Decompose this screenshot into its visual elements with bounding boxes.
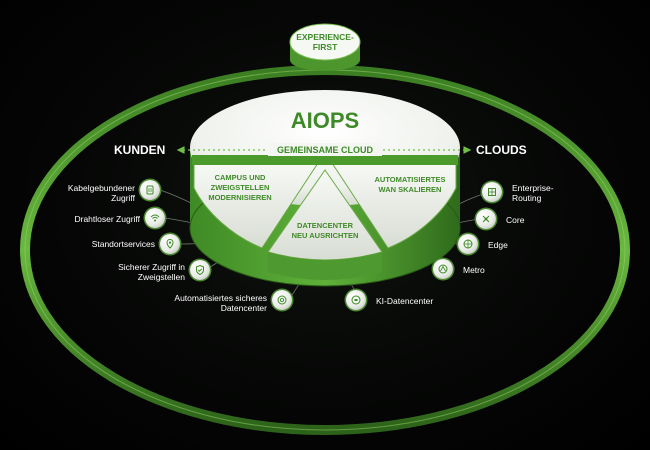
- hub-title: AIOPS: [291, 108, 359, 133]
- clouds-label: CLOUDS: [476, 143, 527, 157]
- left-item-label-line: Zugriff: [111, 193, 135, 203]
- segment-datacenter-side: [268, 252, 382, 280]
- left-item-label: Automatisiertes sicheres Datencenter: [174, 293, 267, 313]
- left-item-label: Standortservices: [92, 239, 155, 249]
- segment-campus-line1: CAMPUS UND: [215, 173, 266, 182]
- right-item-label-line: Enterprise-: [512, 183, 554, 193]
- kunden-label: KUNDEN: [114, 143, 165, 157]
- left-item-label-line: Standortservices: [91, 239, 155, 249]
- left-item-label: Sicherer Zugriff in Zweigstellen: [118, 262, 185, 282]
- left-item-label: Drahtloser Zugriff: [74, 214, 140, 224]
- shield-check-icon: [190, 260, 210, 280]
- location-pin-icon: [160, 234, 180, 254]
- left-item-label-line: Kabelgebundener: [67, 183, 135, 193]
- datacenter-icon: [272, 290, 292, 310]
- ai-datacenter-icon: [346, 290, 366, 310]
- badge-top: [289, 23, 361, 61]
- right-item-label: KI-Datencenter: [376, 296, 433, 306]
- right-item-label: Edge: [488, 240, 508, 250]
- badge-text-line2: FIRST: [313, 42, 338, 52]
- hub-divider-band: [192, 155, 458, 165]
- routing-icon: [482, 182, 502, 202]
- ring-label: GEMEINSAME CLOUD: [277, 145, 374, 155]
- left-item-label-line: Drahtloser Zugriff: [74, 214, 140, 224]
- segment-wan-shape: [331, 162, 457, 249]
- right-item-label: Core: [506, 215, 524, 225]
- wired-icon: [140, 180, 160, 200]
- right-item-label-line: Routing: [512, 193, 542, 203]
- left-item-label-line: Zweigstellen: [137, 272, 185, 282]
- segment-datacenter-line2: NEU AUSRICHTEN: [292, 231, 359, 240]
- segment-campus-line3: MODERNISIEREN: [208, 193, 271, 202]
- left-item-label: Kabelgebundener Zugriff: [68, 183, 135, 203]
- segment-wan-line2: WAN SKALIEREN: [379, 185, 442, 194]
- right-item-label-line: Edge: [488, 240, 508, 250]
- core-icon: [476, 209, 496, 229]
- right-item-label-line: Metro: [463, 265, 485, 275]
- right-item-label-line: KI-Datencenter: [376, 296, 434, 306]
- left-item-label-line: Automatisiertes sicheres: [174, 293, 267, 303]
- segment-datacenter-line1: DATENCENTER: [297, 221, 354, 230]
- edge-icon: [458, 234, 478, 254]
- right-item-label: Metro: [463, 265, 485, 275]
- right-item-label-line: Core: [506, 215, 525, 225]
- segment-wan-line1: AUTOMATISIERTES: [375, 175, 446, 184]
- metro-icon: [433, 259, 453, 279]
- wifi-icon: [145, 208, 165, 228]
- ring-label-bg: [268, 143, 382, 156]
- segment-campus-line2: ZWEIGSTELLEN: [211, 183, 270, 192]
- left-item-label-line: Sicherer Zugriff in: [118, 262, 185, 272]
- badge-text-line1: EXPERIENCE-: [296, 32, 354, 42]
- segment-campus-shape: [193, 162, 319, 249]
- right-item-label: Enterprise- Routing: [512, 183, 554, 203]
- left-item-label-line: Datencenter: [220, 303, 267, 313]
